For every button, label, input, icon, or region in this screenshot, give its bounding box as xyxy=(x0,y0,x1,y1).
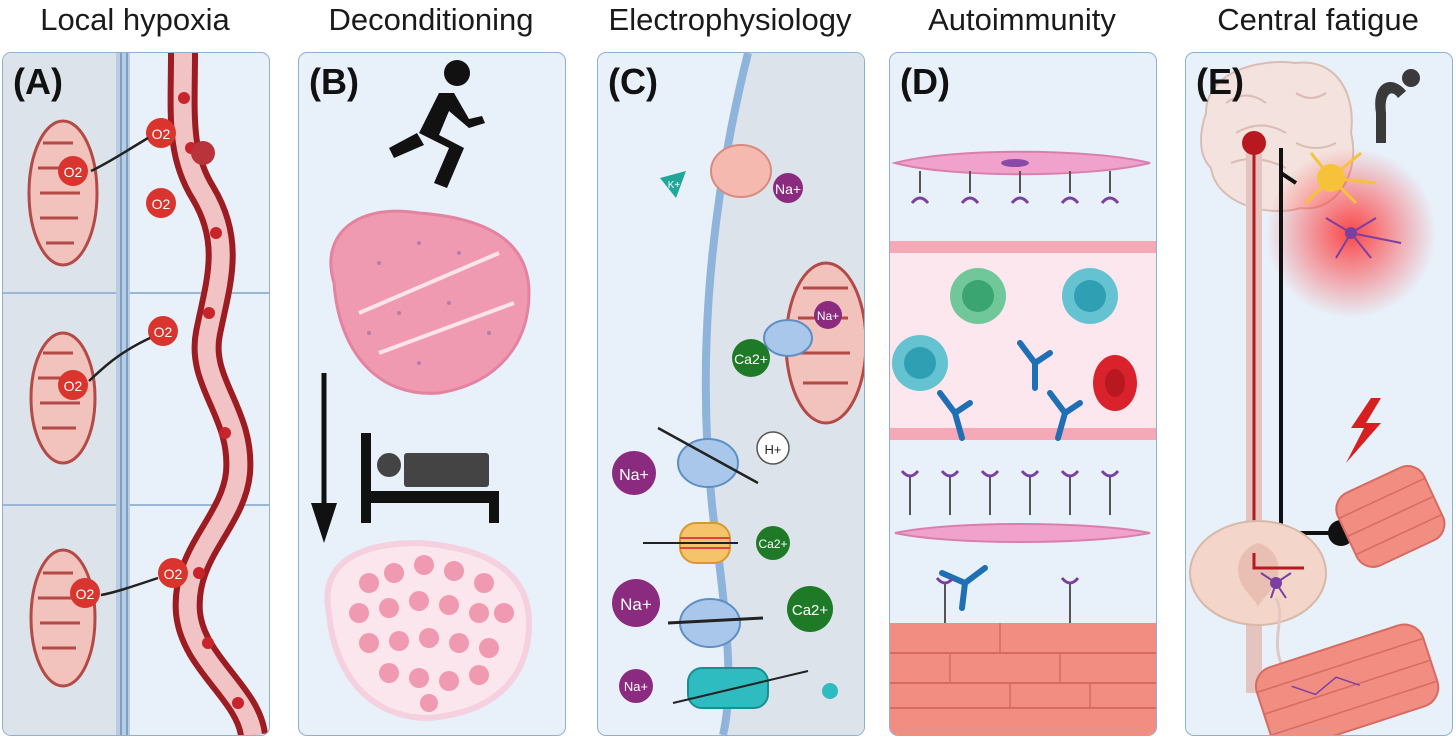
calcium-ion-icon: Ca2+ xyxy=(787,586,833,632)
svg-text:H+: H+ xyxy=(765,442,782,457)
exchanger-icon xyxy=(763,319,813,357)
sodium-ion-icon: Na+ xyxy=(612,579,660,627)
oxygen-molecule-icon: O2 xyxy=(58,156,88,186)
panel-a-box: (A) xyxy=(2,52,270,736)
muscle-fiber-icon xyxy=(1254,623,1440,735)
panel-a: Local hypoxia (A) xyxy=(0,0,270,743)
svg-text:O2: O2 xyxy=(152,196,171,212)
running-person-icon xyxy=(389,60,485,188)
bed-icon xyxy=(361,433,499,523)
svg-text:Ca2+: Ca2+ xyxy=(792,602,829,619)
panel-c-label: (C) xyxy=(608,61,658,102)
panel-d: Autoimmunity (D) xyxy=(887,0,1157,743)
oxygen-molecule-icon: O2 xyxy=(158,558,188,588)
oxygen-molecule-icon: O2 xyxy=(146,118,176,148)
atrophied-muscle-cross-section-icon xyxy=(324,539,533,722)
panel-c-title: Electrophysiology xyxy=(608,2,852,37)
panel-e-title: Central fatigue xyxy=(1217,2,1419,37)
mitochondrion-icon xyxy=(29,548,97,688)
svg-text:K+: K+ xyxy=(668,180,681,191)
arrow-down-icon xyxy=(311,503,337,543)
svg-text:Na+: Na+ xyxy=(619,467,649,484)
panel-d-title: Autoimmunity xyxy=(928,2,1116,37)
svg-text:O2: O2 xyxy=(164,566,183,582)
immune-cell-icon xyxy=(892,335,948,391)
immune-cell-icon xyxy=(1062,268,1118,324)
sodium-ion-icon: Na+ xyxy=(612,451,656,495)
lightning-icon xyxy=(1346,398,1381,463)
svg-text:O2: O2 xyxy=(154,324,173,340)
oxygen-molecule-icon: O2 xyxy=(146,188,176,218)
sodium-channel-icon xyxy=(687,667,838,709)
svg-text:Na+: Na+ xyxy=(620,595,652,614)
mitochondrion-icon xyxy=(29,331,97,465)
svg-text:O2: O2 xyxy=(64,378,83,394)
autoimmunity-illustration xyxy=(890,150,1156,735)
antibody-icon xyxy=(937,340,1083,611)
astrocyte-icon xyxy=(1304,151,1377,205)
panel-c-box: (C) K+ Na+ Na+ xyxy=(597,52,865,736)
sodium-ion-icon: Na+ xyxy=(619,669,653,703)
hydrogen-ion-icon: H+ xyxy=(756,431,790,465)
svg-text:Ca2+: Ca2+ xyxy=(734,351,768,367)
svg-text:Ca2+: Ca2+ xyxy=(758,537,787,551)
immune-cell-icon xyxy=(950,268,1006,324)
svg-text:Na+: Na+ xyxy=(817,309,839,323)
svg-text:O2: O2 xyxy=(152,126,171,142)
panel-a-title: Local hypoxia xyxy=(40,2,230,37)
svg-text:O2: O2 xyxy=(76,586,95,602)
panel-b: Deconditioning (B) xyxy=(296,0,566,743)
oxygen-molecule-icon: O2 xyxy=(148,316,178,346)
exhausted-person-icon xyxy=(1375,69,1420,143)
panel-b-box: (B) xyxy=(298,52,566,736)
sodium-ion-icon: Na+ xyxy=(814,301,842,329)
panel-b-title: Deconditioning xyxy=(328,2,534,37)
potassium-ion-icon: K+ xyxy=(660,171,686,198)
calcium-ion-icon: Ca2+ xyxy=(756,526,790,560)
panel-b-label: (B) xyxy=(309,61,359,102)
electrophysiology-illustration: K+ Na+ Na+ Ca2+ xyxy=(612,53,864,735)
svg-text:Na+: Na+ xyxy=(624,679,648,694)
panel-d-label: (D) xyxy=(900,61,950,102)
muscle-fiber-icon xyxy=(1335,465,1446,568)
healthy-muscle-cross-section-icon xyxy=(329,209,531,395)
spinal-cord-icon xyxy=(1189,520,1327,626)
sodium-potassium-pump-icon xyxy=(710,144,772,198)
red-blood-cell-icon xyxy=(1093,355,1137,411)
panel-a-label: (A) xyxy=(13,61,63,102)
panel-d-box: (D) xyxy=(889,52,1157,736)
sodium-hydrogen-exchanger-icon xyxy=(677,438,739,488)
panel-e: Central fatigue (E) xyxy=(1183,0,1453,743)
deconditioning-illustration xyxy=(311,60,533,722)
calcium-ion-icon: Ca2+ xyxy=(732,339,770,377)
muscle-fiber-icon xyxy=(890,623,1156,735)
svg-text:O2: O2 xyxy=(64,164,83,180)
panel-e-box: (E) xyxy=(1185,52,1453,736)
central-fatigue-illustration xyxy=(1189,61,1446,735)
oxygen-molecule-icon: O2 xyxy=(70,578,100,608)
mitochondrion-icon xyxy=(27,119,99,267)
motor-neuron-icon xyxy=(1260,572,1292,599)
sodium-ion-icon: Na+ xyxy=(773,173,803,203)
hypoxia-illustration: O2 O2 O2 O2 O2 O2 xyxy=(3,53,269,735)
panel-c: Electrophysiology (C) K+ Na+ xyxy=(595,0,865,743)
microglia-icon xyxy=(1325,217,1402,259)
panel-e-label: (E) xyxy=(1196,61,1244,102)
oxygen-molecule-icon: O2 xyxy=(58,370,88,400)
svg-text:Na+: Na+ xyxy=(775,181,801,197)
